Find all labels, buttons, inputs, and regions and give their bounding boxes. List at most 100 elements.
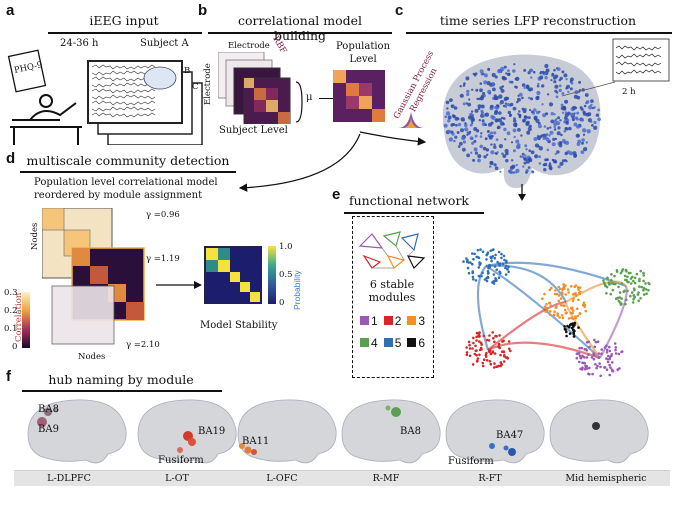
network-node	[578, 360, 581, 364]
electrode-point	[537, 82, 540, 86]
probability-label: Probability	[292, 270, 302, 310]
electrode-point	[479, 88, 483, 93]
hub-ba11-a	[239, 443, 245, 449]
electrode-point	[476, 97, 479, 101]
network-node	[568, 332, 572, 335]
network-node	[487, 349, 491, 353]
hub-ba8-left-2	[53, 407, 59, 413]
electrode-point	[477, 158, 481, 163]
electrode-point	[453, 106, 458, 110]
network-node	[600, 352, 603, 356]
hub-ba11-c	[251, 449, 257, 455]
network-node	[572, 335, 576, 338]
electrode-point	[464, 127, 469, 132]
module-legend-item: 3	[407, 314, 425, 328]
network-node	[561, 316, 565, 320]
electrode-point	[502, 123, 505, 126]
mu-arrow	[319, 98, 333, 99]
electrode-point	[533, 115, 538, 120]
electrode-point	[452, 114, 456, 118]
network-node	[555, 305, 558, 308]
network-node	[478, 353, 481, 357]
panel-c-letter: c	[395, 2, 404, 19]
network-node	[603, 346, 607, 349]
network-node	[502, 254, 506, 258]
network-node	[478, 348, 482, 352]
network-node	[498, 270, 501, 274]
electrode-point	[558, 84, 562, 88]
network-node	[625, 298, 628, 302]
electrode-point	[570, 77, 574, 82]
electrode-point	[553, 68, 556, 72]
electrode-point	[545, 68, 550, 73]
electrode-point	[565, 160, 568, 163]
electrode-point	[511, 159, 514, 162]
network-node	[613, 274, 616, 278]
electrode-point	[546, 148, 550, 152]
prob-tick-2: 0	[279, 298, 285, 308]
network-node	[557, 299, 561, 303]
network-node	[468, 347, 472, 350]
electrode-point	[530, 76, 533, 79]
electrode-point	[492, 87, 496, 92]
network-node	[497, 342, 501, 346]
network-node	[585, 356, 589, 359]
electrode-point	[530, 110, 534, 114]
electrode-point	[530, 150, 535, 155]
panel-b-title: correlational model building	[237, 13, 363, 43]
electrode-point	[576, 117, 579, 121]
network-node	[477, 334, 480, 338]
network-node	[575, 356, 579, 360]
electrode-point	[467, 102, 472, 107]
electrode-point	[498, 111, 502, 115]
network-node	[608, 355, 612, 359]
network-node	[474, 344, 477, 348]
electrode-point	[559, 119, 562, 122]
corr-tick-2: 0.1	[4, 324, 18, 334]
subject-level-label: Subject Level	[219, 125, 288, 136]
network-node	[505, 356, 508, 359]
module-2-swatch	[383, 316, 393, 325]
electrode-point	[512, 171, 516, 174]
network-node	[640, 285, 644, 289]
electrode-point	[554, 137, 558, 141]
electrode-point	[528, 116, 531, 119]
electrode-point	[545, 112, 549, 116]
network-node	[611, 369, 614, 372]
network-node	[471, 347, 474, 350]
network-node	[462, 260, 465, 263]
electrode-point	[593, 120, 597, 125]
network-node	[609, 292, 613, 296]
network-node	[476, 357, 480, 360]
brain-l-dlpfc	[27, 399, 127, 464]
electrode-point	[582, 110, 586, 114]
network-node	[465, 353, 469, 357]
network-node	[620, 282, 624, 285]
network-node	[497, 250, 501, 254]
model-stability-label: Model Stability	[200, 320, 278, 331]
electrode-point	[563, 73, 568, 78]
electrode-point	[551, 158, 555, 162]
electrode-point	[506, 102, 510, 107]
network-node	[577, 352, 580, 355]
electrode-point	[493, 131, 497, 135]
electrode-point	[566, 84, 570, 89]
network-node	[608, 283, 611, 286]
electrode-point	[513, 63, 516, 66]
network-node	[642, 274, 645, 277]
network-node	[624, 302, 627, 306]
electrode-point	[570, 112, 575, 117]
network-node	[560, 291, 564, 294]
probability-colorbar	[268, 246, 276, 304]
electrode-point	[541, 70, 545, 74]
network-node	[492, 282, 496, 285]
network-node	[624, 278, 627, 282]
population-level-label: Population Level	[335, 41, 391, 65]
electrode-point	[486, 153, 489, 156]
electrode-point	[493, 145, 497, 149]
network-node	[473, 352, 477, 356]
module-3-swatch	[407, 316, 417, 325]
electrode-point	[574, 153, 577, 157]
arrow-to-network	[518, 184, 526, 201]
electrode-point	[479, 82, 483, 85]
